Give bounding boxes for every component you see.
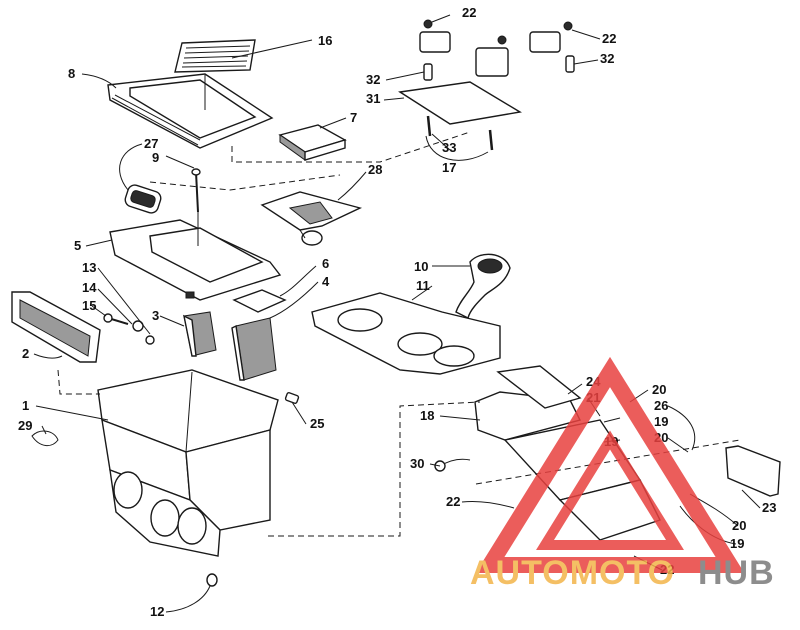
part-5-upper-tray <box>109 212 282 301</box>
part-4-foam-filter <box>231 317 277 381</box>
part-30-hose <box>434 458 471 472</box>
part-25-nozzle <box>284 392 300 404</box>
part-29-clip <box>31 430 59 446</box>
callout-19a: 19 <box>654 414 668 429</box>
callout-33: 33 <box>442 140 456 155</box>
callout-30: 30 <box>410 456 424 471</box>
callout-28: 28 <box>368 162 382 177</box>
callout-8: 8 <box>68 66 75 81</box>
callout-18: 18 <box>420 408 434 423</box>
part-2-side-panel <box>11 291 101 363</box>
callout-17: 17 <box>442 160 456 175</box>
callout-20c: 20 <box>732 518 746 533</box>
part-12-drain <box>206 573 218 587</box>
part-8-lid-frame <box>107 73 274 149</box>
watermark-triangle-inner <box>536 430 684 550</box>
callout-16: 16 <box>318 33 332 48</box>
callout-7: 7 <box>350 110 357 125</box>
callout-13: 13 <box>82 260 96 275</box>
callout-2: 2 <box>22 346 29 361</box>
part-6-bracket <box>232 289 287 313</box>
callout-20a: 20 <box>652 382 666 397</box>
part-10-elbow-boot <box>455 253 511 320</box>
automotohub-watermark: AUTOMOTO HUB <box>470 356 775 592</box>
part-7-filter-block <box>278 124 347 161</box>
callout-22c: 22 <box>446 494 460 509</box>
callout-22a: 22 <box>462 5 476 20</box>
callout-10: 10 <box>414 259 428 274</box>
part-27-grommet <box>124 184 162 214</box>
callout-27: 27 <box>144 136 158 151</box>
callout-25: 25 <box>310 416 324 431</box>
callout-32b: 32 <box>600 51 614 66</box>
callout-14: 14 <box>82 280 97 295</box>
callout-15: 15 <box>82 298 96 313</box>
watermark-text-automoto: AUTOMOTO <box>470 554 675 592</box>
callout-11: 11 <box>416 278 430 293</box>
watermark-triangle-outer <box>475 356 745 573</box>
part-11-gasket-plate <box>311 292 501 375</box>
callout-29: 29 <box>18 418 32 433</box>
callout-23: 23 <box>762 500 776 515</box>
callout-9: 9 <box>152 150 159 165</box>
callout-19c: 19 <box>730 536 744 551</box>
callout-22b: 22 <box>602 31 616 46</box>
callout-3: 3 <box>152 308 159 323</box>
watermark-text-hub: HUB <box>698 554 775 592</box>
assembly-lines <box>57 131 741 537</box>
part-1-main-airbox <box>97 369 279 557</box>
part-9-screw <box>191 168 201 213</box>
part-23-filter-panel <box>725 445 781 497</box>
callout-5: 5 <box>74 238 81 253</box>
part-solenoid-assembly <box>398 19 575 151</box>
leader-lines <box>33 14 761 613</box>
callout-1: 1 <box>22 398 29 413</box>
callout-31: 31 <box>366 91 380 106</box>
callout-6: 6 <box>322 256 329 271</box>
callout-12: 12 <box>150 604 164 619</box>
part-28-intake-duct <box>260 191 363 246</box>
callout-4: 4 <box>322 274 330 289</box>
callout-26: 26 <box>654 398 668 413</box>
part-3-foam-filter <box>183 311 217 357</box>
callout-32a: 32 <box>366 72 380 87</box>
